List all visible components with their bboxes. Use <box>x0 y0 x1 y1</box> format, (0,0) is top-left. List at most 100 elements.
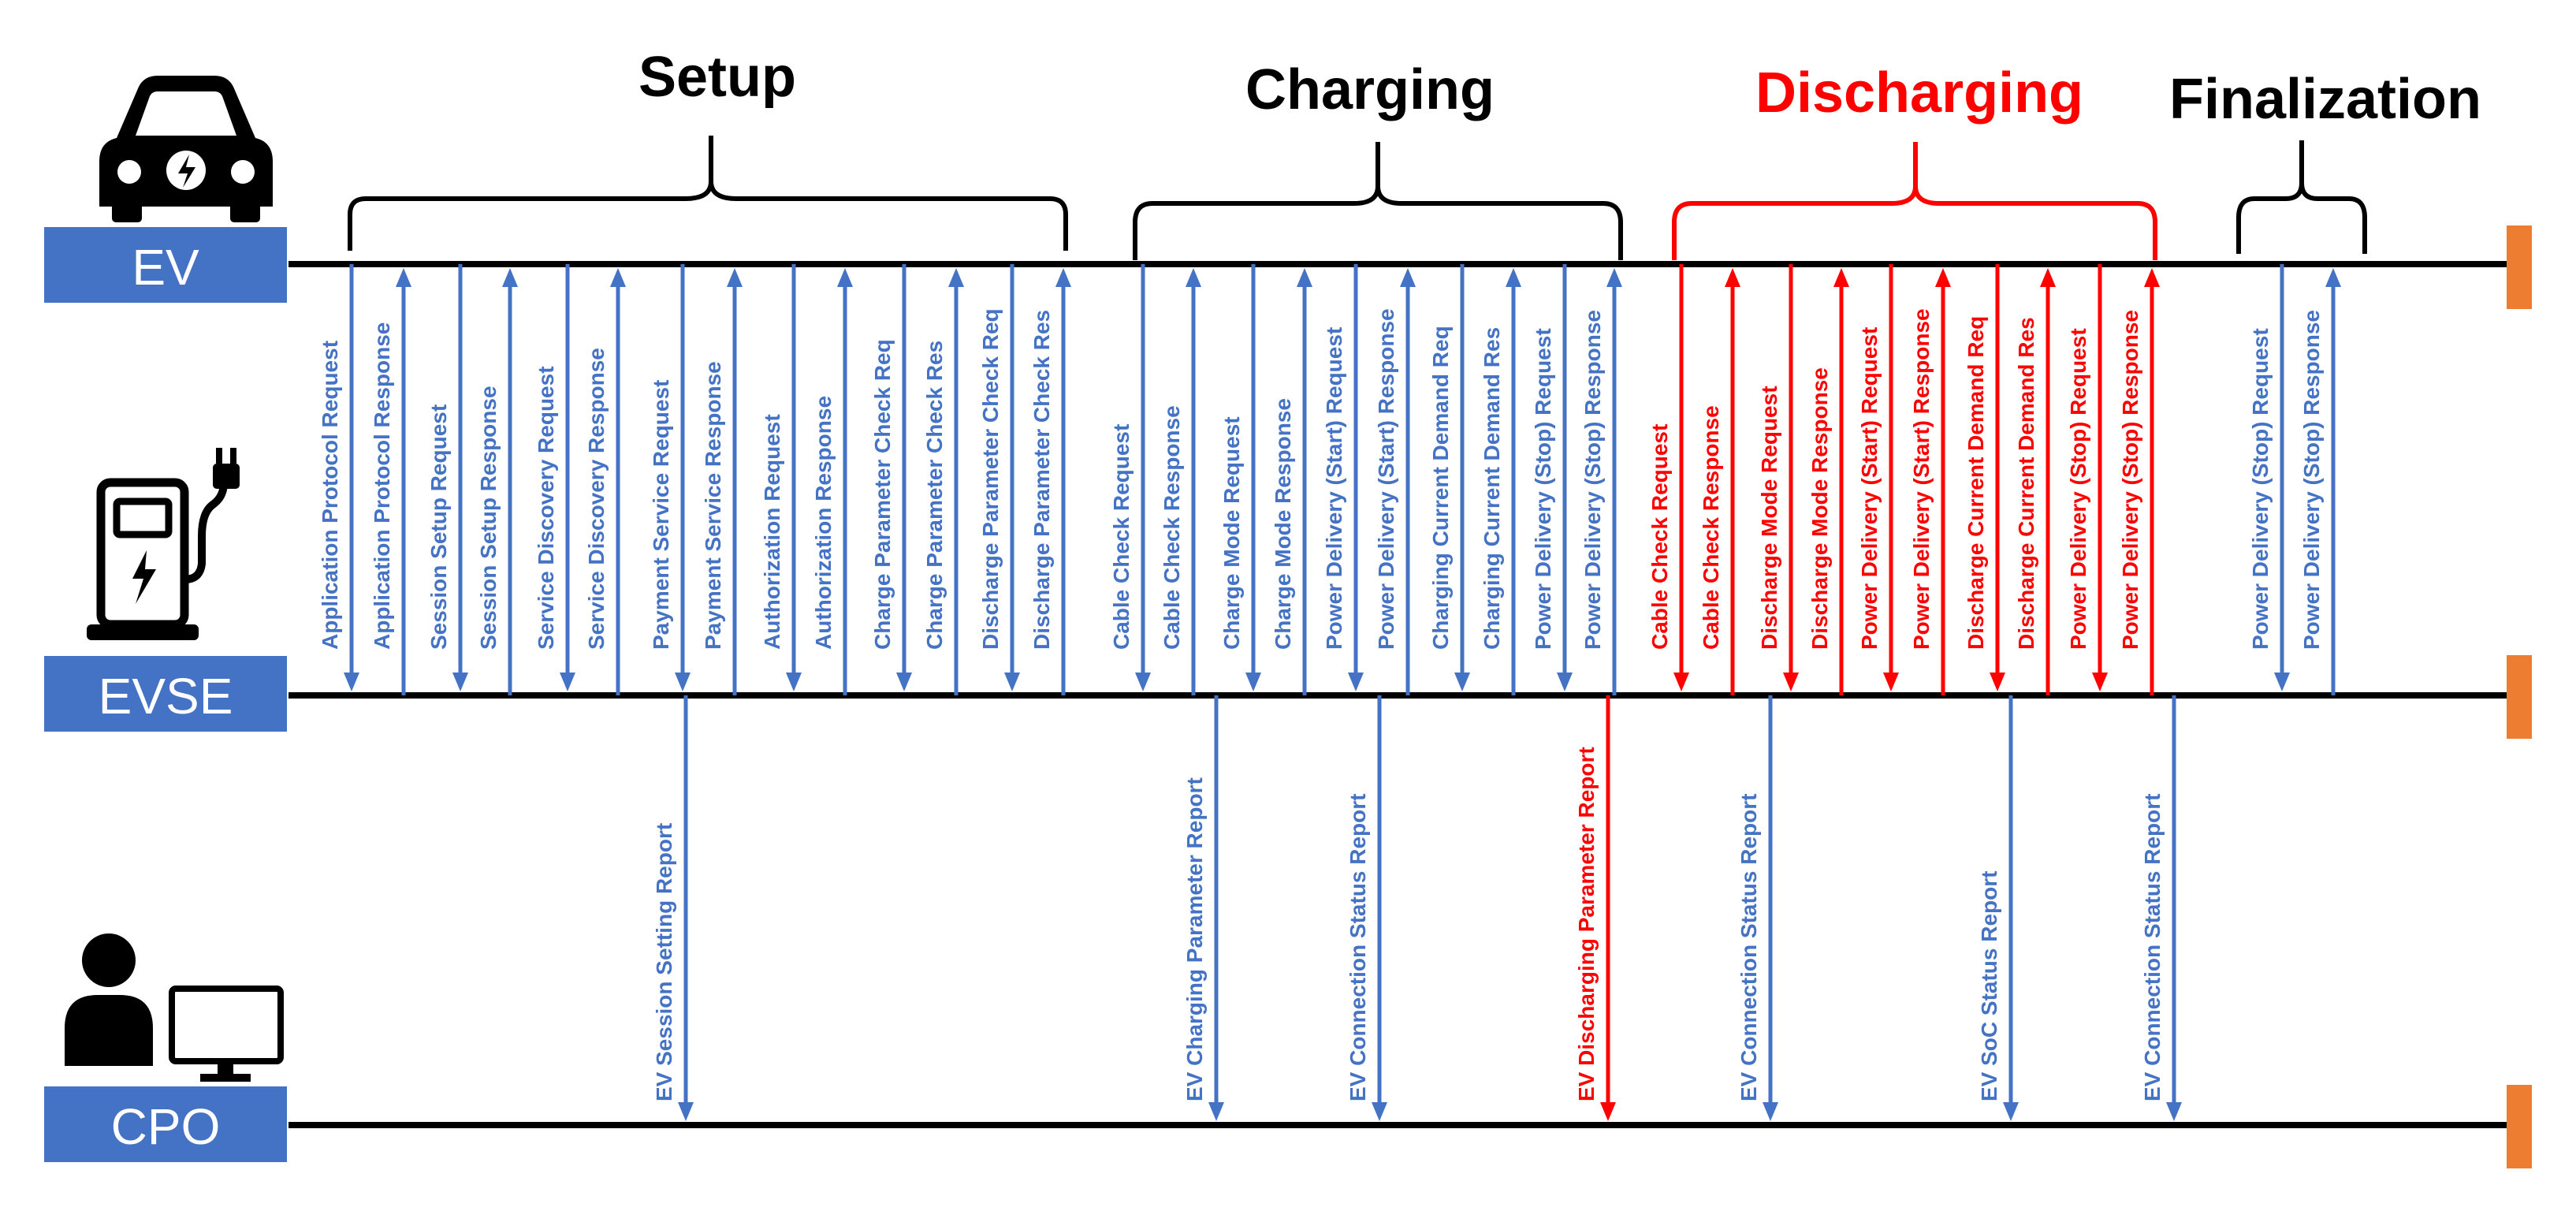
message-label: Cable Check Response <box>1699 405 1723 650</box>
actor-evse: EVSE <box>44 656 287 732</box>
message-39: EV Discharging Parameter Report <box>1574 695 1616 1121</box>
message-label: Charge Parameter Check Req <box>870 339 895 650</box>
message-12: Discharge Parameter Check Req <box>978 264 1020 691</box>
message-arrowhead <box>1833 268 1849 287</box>
message-arrowhead <box>2274 673 2290 691</box>
message-23: Power Delivery (Stop) Response <box>1580 268 1622 695</box>
message-arrowhead <box>1935 268 1951 287</box>
message-arrowhead <box>560 673 575 691</box>
message-arrowhead <box>1454 673 1470 691</box>
message-arrowhead <box>344 673 359 691</box>
message-5: Service Discovery Response <box>584 268 626 695</box>
message-arrowhead <box>1004 673 1020 691</box>
actor-ev-box <box>44 227 287 303</box>
message-arrowhead <box>1557 673 1573 691</box>
message-26: Discharge Mode Request <box>1757 264 1799 691</box>
message-arrowhead <box>1506 268 1521 287</box>
brace-discharging <box>1672 142 2157 260</box>
message-24: Cable Check Request <box>1647 264 1689 691</box>
message-3: Session Setup Response <box>476 268 518 695</box>
actor-ev: EV <box>44 227 287 303</box>
message-7: Payment Service Response <box>701 268 743 695</box>
brace-setup <box>348 136 1068 251</box>
phase-title-finalization: Finalization <box>2169 68 2481 131</box>
message-label: EV SoC Status Report <box>1977 871 2001 1101</box>
evse-end-marker <box>2507 655 2532 739</box>
message-label: Cable Check Response <box>1160 405 1184 650</box>
message-label: Discharge Parameter Check Req <box>978 308 1003 650</box>
message-arrowhead <box>610 268 626 287</box>
message-arrowhead <box>675 673 691 691</box>
message-arrowhead <box>1883 673 1899 691</box>
message-arrowhead <box>1763 1102 1778 1121</box>
message-arrowhead <box>2325 268 2341 287</box>
message-1: Application Protocol Response <box>370 268 411 695</box>
message-arrowhead <box>786 673 802 691</box>
message-label: Power Delivery (Start) Response <box>1909 308 1934 650</box>
ev-end-marker <box>2507 225 2532 309</box>
message-arrowhead <box>2092 673 2108 691</box>
message-arrowhead <box>2003 1102 2019 1121</box>
message-label: Session Setup Response <box>476 386 501 650</box>
message-arrowhead <box>2166 1102 2182 1121</box>
message-27: Discharge Mode Response <box>1807 268 1849 695</box>
message-label: Charging Current Demand Res <box>1480 327 1504 650</box>
brace-charging <box>1133 142 1623 260</box>
message-arrowhead <box>1055 268 1071 287</box>
message-37: EV Charging Parameter Report <box>1182 695 1224 1121</box>
message-label: EV Session Setting Report <box>652 823 676 1101</box>
message-arrowhead <box>1725 268 1740 287</box>
message-arrowhead <box>2040 268 2056 287</box>
message-14: Cable Check Request <box>1109 264 1151 691</box>
message-17: Charge Mode Response <box>1271 268 1312 695</box>
message-arrowhead <box>948 268 964 287</box>
message-label: Session Setup Request <box>426 404 451 650</box>
message-arrowhead <box>896 673 912 691</box>
message-label: Service Discovery Response <box>584 348 609 650</box>
message-label: Charge Parameter Check Res <box>922 341 947 650</box>
message-label: Authorization Response <box>811 396 836 650</box>
message-arrowhead <box>1186 268 1201 287</box>
message-label: EV Discharging Parameter Report <box>1574 747 1599 1101</box>
phase-title-charging: Charging <box>1245 58 1495 121</box>
message-label: Authorization Request <box>760 414 784 650</box>
message-28: Power Delivery (Start) Request <box>1857 264 1899 691</box>
message-label: Power Delivery (Stop) Request <box>2066 328 2090 650</box>
actor-cpo-label: CPO <box>111 1098 221 1155</box>
message-19: Power Delivery (Start) Response <box>1374 268 1416 695</box>
actor-cpo: CPO <box>44 1086 287 1162</box>
message-6: Payment Service Request <box>649 264 691 691</box>
message-label: Power Delivery (Stop) Request <box>2248 328 2273 650</box>
message-label: Discharge Mode Response <box>1807 367 1832 650</box>
message-label: Application Protocol Request <box>318 341 342 650</box>
message-arrowhead <box>1135 673 1151 691</box>
message-label: Cable Check Request <box>1109 424 1134 650</box>
message-0: Application Protocol Request <box>318 264 359 691</box>
phase-title-discharging: Discharging <box>1755 61 2083 125</box>
message-36: EV Session Setting Report <box>652 695 694 1121</box>
message-label: Power Delivery (Stop) Request <box>1531 328 1555 650</box>
message-4: Service Discovery Request <box>534 264 575 691</box>
message-arrowhead <box>1990 673 2005 691</box>
message-arrowhead <box>1208 1102 1224 1121</box>
message-label: EV Connection Status Report <box>1346 794 1370 1101</box>
brace-finalization <box>2236 140 2367 254</box>
cpo-end-marker <box>2507 1085 2532 1168</box>
message-arrowhead <box>1400 268 1416 287</box>
message-18: Power Delivery (Start) Request <box>1322 264 1364 691</box>
message-35: Power Delivery (Stop) Response <box>2299 268 2341 695</box>
message-label: Discharge Mode Request <box>1757 386 1781 650</box>
message-11: Charge Parameter Check Res <box>922 268 964 695</box>
message-arrowhead <box>1606 268 1622 287</box>
message-label: Power Delivery (Stop) Response <box>1580 310 1605 650</box>
message-40: EV Connection Status Report <box>1737 695 1778 1121</box>
actor-cpo-box <box>44 1086 287 1162</box>
message-16: Charge Mode Request <box>1219 264 1261 691</box>
message-label: Charge Mode Request <box>1219 416 1244 650</box>
message-arrowhead <box>678 1102 694 1121</box>
message-label: EV Connection Status Report <box>1737 794 1761 1101</box>
message-label: Discharge Parameter Check Res <box>1029 310 1054 650</box>
message-arrowhead <box>502 268 518 287</box>
message-label: Payment Service Response <box>701 361 725 650</box>
